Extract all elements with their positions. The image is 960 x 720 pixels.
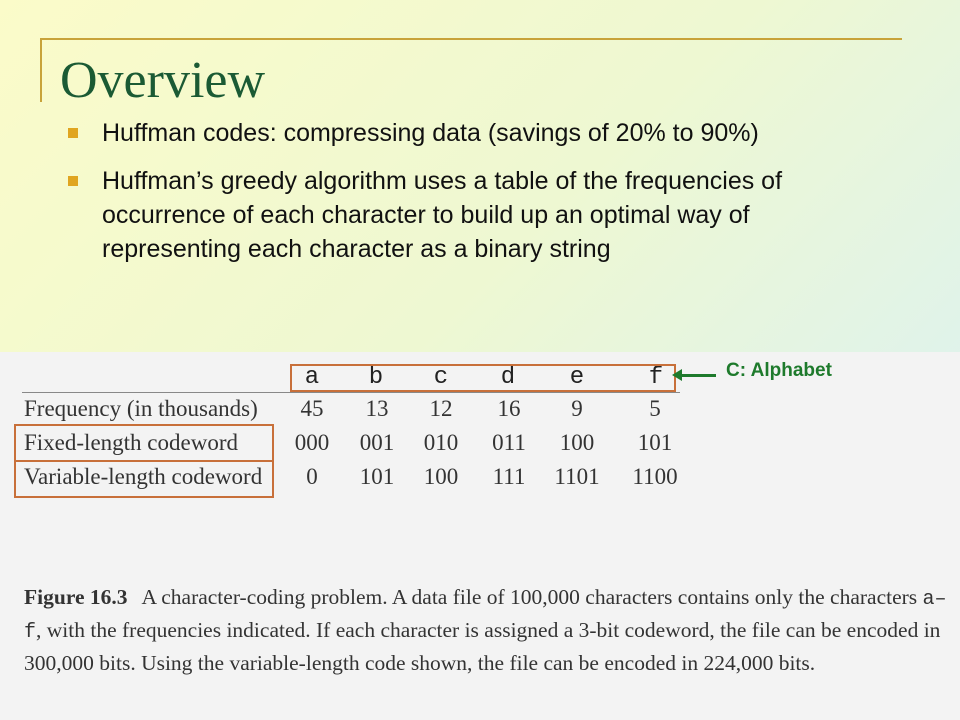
- frame-top-line: [40, 38, 902, 40]
- bullet-list: Huffman codes: compressing data (savings…: [68, 116, 868, 280]
- alphabet-highlight-box: [290, 364, 676, 392]
- table-cell: 13: [365, 396, 389, 421]
- table-cell: 111: [492, 464, 526, 489]
- alphabet-annotation: C: Alphabet: [726, 360, 832, 381]
- table-cell: 011: [492, 430, 526, 455]
- table-rule: [22, 392, 680, 393]
- char-header: b: [368, 364, 384, 391]
- figure-label: Figure 16.3: [24, 585, 128, 609]
- caption-text: , with the frequencies indicated. If eac…: [24, 618, 941, 675]
- table-cell: 5: [649, 396, 661, 421]
- char-header: a: [304, 364, 320, 391]
- table-cell: 000: [294, 430, 330, 455]
- table-cell: 010: [423, 430, 459, 455]
- table-cell: 1100: [632, 464, 678, 489]
- row-label-frequency: Frequency (in thousands): [24, 396, 258, 421]
- arrow-line: [680, 374, 716, 377]
- char-header: c: [433, 364, 449, 391]
- table-cell: 12: [429, 396, 453, 421]
- frame-left-line: [40, 38, 42, 102]
- figure-caption: Figure 16.3 A character-coding problem. A…: [24, 582, 954, 679]
- char-header: d: [500, 364, 516, 391]
- table-cell: 100: [559, 430, 595, 455]
- arrow-left-icon: [672, 369, 682, 381]
- table-cell: 16: [497, 396, 521, 421]
- caption-range: a–f: [24, 588, 947, 644]
- bullet-item: Huffman’s greedy algorithm uses a table …: [68, 164, 868, 266]
- bullet-text: Huffman codes: compressing data (savings…: [102, 119, 759, 147]
- table-cell: 100: [423, 464, 459, 489]
- row-label-fixed-length: Fixed-length codeword: [24, 430, 238, 455]
- square-bullet-icon: [68, 176, 78, 186]
- slide-title: Overview: [60, 52, 266, 109]
- table-cell: 9: [571, 396, 583, 421]
- variable-length-highlight-box: [14, 460, 274, 498]
- bullet-item: Huffman codes: compressing data (savings…: [68, 116, 868, 150]
- table-cell: 1101: [554, 464, 600, 489]
- table-cell: 0: [306, 464, 318, 489]
- textbook-scan: a b c d e f C: Alphabet Frequency (in th…: [0, 352, 960, 720]
- caption-text: A character-coding problem. A data file …: [141, 585, 918, 609]
- table-cell: 45: [300, 396, 324, 421]
- char-header: e: [569, 364, 585, 391]
- table-cell: 101: [359, 464, 395, 489]
- table-cell: 101: [637, 430, 673, 455]
- square-bullet-icon: [68, 128, 78, 138]
- table-cell: 001: [359, 430, 395, 455]
- bullet-text: Huffman’s greedy algorithm uses a table …: [102, 167, 783, 263]
- row-label-variable-length: Variable-length codeword: [24, 464, 263, 489]
- char-header: f: [648, 364, 664, 391]
